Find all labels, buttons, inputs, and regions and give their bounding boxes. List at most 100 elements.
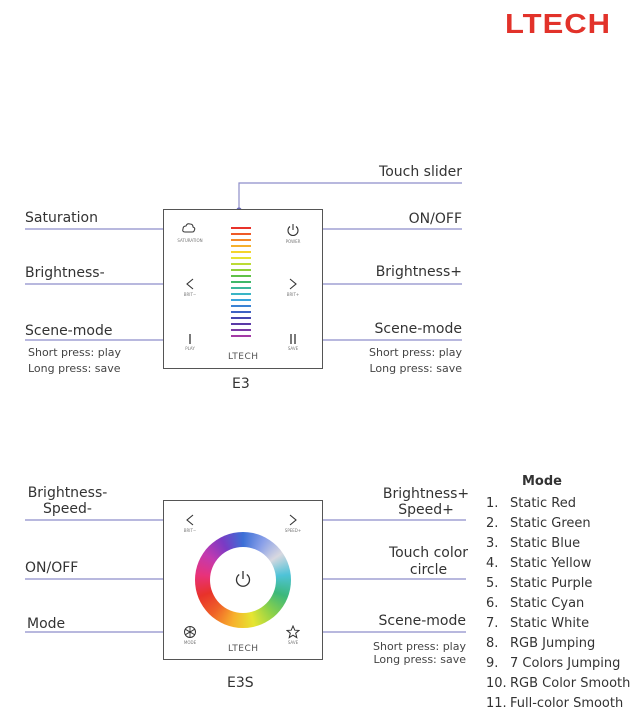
slider-segment xyxy=(231,251,251,253)
brightness-minus-label: Brightness- xyxy=(25,265,105,281)
mode-item-text: Static Purple xyxy=(510,576,593,591)
power-icon[interactable] xyxy=(286,223,300,237)
mode-item-number: 6. xyxy=(486,596,499,611)
touch-color-circle-label-2: circle xyxy=(409,562,448,578)
chevron-left-icon[interactable] xyxy=(185,278,195,290)
mode-list-item: 2. Static Green xyxy=(486,514,630,534)
mode-wheel-icon[interactable] xyxy=(183,625,197,639)
slider-segment xyxy=(231,311,251,313)
saturation-icon[interactable] xyxy=(182,223,196,235)
on-off-label: ON/OFF xyxy=(408,211,462,227)
slider-segment xyxy=(231,227,251,229)
short-press-left: Short press: play xyxy=(28,346,122,359)
mode-list-item: 1. Static Red xyxy=(486,494,630,514)
line-touch-slider xyxy=(238,182,462,208)
e3s-save-caption: SAVE xyxy=(287,640,299,645)
slider-segment xyxy=(231,335,251,337)
mode-item-number: 7. xyxy=(486,616,499,631)
slider-segment xyxy=(231,269,251,271)
mode-item-text: Full-color Smooth xyxy=(510,696,624,711)
e3s-chevron-right-icon[interactable] xyxy=(288,514,298,526)
mode-item-number: 5. xyxy=(486,576,499,591)
e3s-long-press: Long press: save xyxy=(373,653,466,666)
mode-item-number: 8. xyxy=(486,636,499,651)
e3s-short-press: Short press: play xyxy=(372,640,466,653)
mode-list-item: 7. Static White xyxy=(486,614,630,634)
mode-list-item: 6. Static Cyan xyxy=(486,594,630,614)
mode-item-number: 10. xyxy=(486,676,507,691)
slider-segment xyxy=(231,275,251,277)
slider-segment xyxy=(231,323,251,325)
mode-item-text: RGB Color Smooth xyxy=(510,676,631,691)
slider-segment xyxy=(231,293,251,295)
saturation-label: Saturation xyxy=(25,210,98,226)
mode-item-text: Static Red xyxy=(510,496,577,511)
mode-item-number: 9. xyxy=(486,656,499,671)
slider-segment xyxy=(231,233,251,235)
slider-segment xyxy=(231,299,251,301)
long-press-left: Long press: save xyxy=(28,362,121,375)
mode-item-number: 3. xyxy=(486,536,499,551)
slider-segment xyxy=(231,239,251,241)
mode-item-text: Static White xyxy=(510,616,590,631)
slider-segment xyxy=(231,287,251,289)
slider-segment xyxy=(231,245,251,247)
scene-mode-right-label: Scene-mode xyxy=(374,321,462,337)
long-press-right: Long press: save xyxy=(369,362,462,375)
mode-item-text: Static Blue xyxy=(510,536,581,551)
touch-slider-label: Touch slider xyxy=(379,164,462,180)
e3s-chevron-left-icon[interactable] xyxy=(185,514,195,526)
play-icon-caption: PLAY xyxy=(185,346,195,351)
saturation-icon-caption: SATURATION xyxy=(177,238,203,243)
slider-segment xyxy=(231,263,251,265)
mode-list-title: Mode xyxy=(522,474,562,489)
e3s-on-off-label: ON/OFF xyxy=(25,560,79,576)
slider-segment xyxy=(231,329,251,331)
e3s-caption: E3S xyxy=(227,675,254,691)
e3s-brightness-plus-caption: SPEED+ xyxy=(284,528,302,533)
e3s-power-icon[interactable] xyxy=(234,570,252,588)
mode-label: Mode xyxy=(27,616,66,632)
e3-caption: E3 xyxy=(232,376,250,392)
mode-list-item: 4. Static Yellow xyxy=(486,554,630,574)
mode-item-text: Static Yellow xyxy=(510,556,592,571)
e3s-brightness-minus-caption: BRIT− xyxy=(183,528,197,533)
mode-list-item: 5. Static Purple xyxy=(486,574,630,594)
mode-item-text: Static Green xyxy=(510,516,591,531)
brightness-minus-icon-caption: BRIT− xyxy=(183,292,197,297)
brightness-speed-minus-label-1: Brightness- xyxy=(27,485,108,501)
pause-icon[interactable] xyxy=(288,333,298,345)
color-wheel-center xyxy=(210,547,276,613)
mode-list-item: 3. Static Blue xyxy=(486,534,630,554)
mode-item-text: 7 Colors Jumping xyxy=(510,656,621,671)
mode-list: 1. Static Red 2. Static Green 3. Static Blue 4… xyxy=(486,494,630,714)
mode-list-item: 9. 7 Colors Jumping xyxy=(486,654,630,674)
scene-mode-left-label: Scene-mode xyxy=(25,323,113,339)
save-icon-caption: SAVE xyxy=(287,346,299,351)
mode-icon-caption: MODE xyxy=(183,640,197,645)
brightness-plus-icon-caption: BRIT+ xyxy=(286,292,300,297)
slider-segment xyxy=(231,305,251,307)
brightness-speed-plus-label-1: Brightness+ xyxy=(382,486,470,502)
slider-segment xyxy=(231,281,251,283)
mode-item-number: 11. xyxy=(486,696,507,711)
mode-list-item: 8. RGB Jumping xyxy=(486,634,630,654)
touch-slider[interactable] xyxy=(231,227,253,341)
brightness-plus-label: Brightness+ xyxy=(375,264,462,280)
mode-item-number: 1. xyxy=(486,496,499,511)
chevron-right-icon[interactable] xyxy=(288,278,298,290)
mode-item-number: 2. xyxy=(486,516,499,531)
slider-segment xyxy=(231,317,251,319)
brand-logo: LTECH xyxy=(505,8,612,40)
mode-item-text: RGB Jumping xyxy=(510,636,596,651)
touch-color-circle-label-1: Touch color xyxy=(388,545,469,561)
mode-list-item: 10.RGB Color Smooth xyxy=(486,674,630,694)
slider-segment xyxy=(231,257,251,259)
star-icon[interactable] xyxy=(286,625,300,639)
mode-item-text: Static Cyan xyxy=(510,596,585,611)
e3s-scene-mode-label: Scene-mode xyxy=(378,613,466,629)
brightness-speed-minus-label-2: Speed- xyxy=(43,501,92,517)
play-bar-icon[interactable] xyxy=(187,333,193,345)
mode-item-number: 4. xyxy=(486,556,499,571)
e3s-panel-brand: LTECH xyxy=(228,644,259,654)
